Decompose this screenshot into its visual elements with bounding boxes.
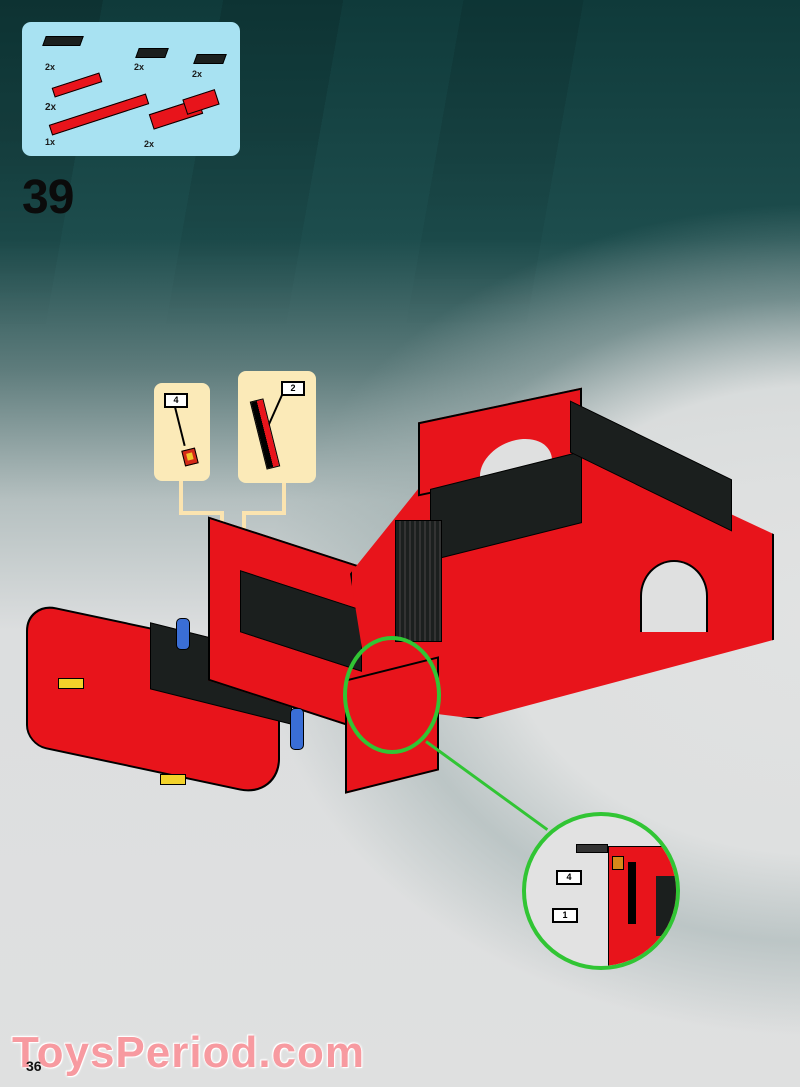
part-qty: 2x [134, 62, 145, 72]
step-number: 39 [22, 171, 74, 224]
part-qty: 2x [45, 102, 57, 113]
callout-stripe-tile: 2 [238, 371, 316, 483]
detail-axle [576, 844, 608, 853]
callout-arrow [179, 511, 223, 515]
detail-stripe-slot [628, 862, 636, 924]
part-qty: 1x [45, 137, 56, 147]
yellow-studs [58, 678, 84, 689]
blue-axle-connector [176, 618, 190, 650]
callout-arrow [242, 511, 246, 541]
callout-arrow [179, 481, 183, 513]
page-number: 36 [26, 1058, 42, 1074]
car-model [26, 387, 774, 799]
callout-arrow [242, 511, 286, 515]
detail-label: 1 [552, 908, 578, 923]
watermark: ToysPeriod.com [12, 1028, 366, 1077]
part-qty: 2x [144, 139, 155, 149]
detail-shield-tile [612, 856, 624, 870]
detail-dark-block [656, 876, 676, 936]
zoom-source-circle [343, 636, 441, 754]
zoom-detail-circle: 4 1 [522, 812, 680, 970]
part-qty: 2x [192, 69, 203, 79]
callout-label: 2 [281, 381, 305, 396]
detail-label: 4 [556, 870, 582, 885]
radiator [395, 520, 442, 642]
part-qty: 2x [45, 62, 56, 72]
yellow-studs [160, 774, 186, 785]
rear-wheel-arch [640, 560, 708, 632]
callout-shield-tile: 4 [154, 383, 210, 481]
callout-arrow [282, 483, 286, 513]
blue-axle-connector [290, 708, 304, 750]
parts-list-box: 2x 2x 2x 2x 1x 2x [22, 22, 240, 156]
